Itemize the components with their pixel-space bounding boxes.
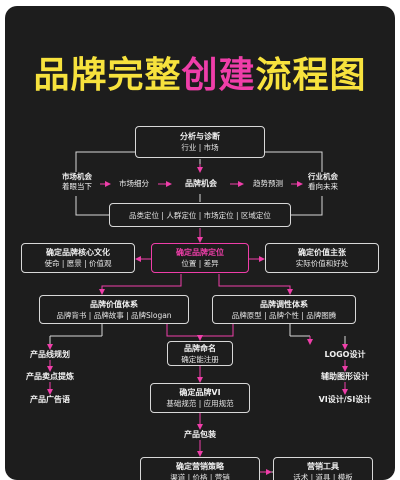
node-marketing-strategy-title: 确定营销策略 bbox=[176, 462, 224, 471]
node-selling-points: 产品卖点提炼 bbox=[26, 372, 74, 381]
node-analysis-sub: 行业 | 市场 bbox=[181, 143, 219, 152]
connector-line bbox=[75, 151, 140, 172]
node-marketing-tools-sub: 话术 | 道具 | 模板 bbox=[293, 473, 353, 480]
node-brand-positioning: 确定品牌定位 位置 | 差异 bbox=[151, 243, 249, 273]
node-value-proposition-title: 确定价值主张 bbox=[298, 248, 346, 257]
connector-line bbox=[291, 196, 323, 216]
node-tone-system-sub: 品牌原型 | 品牌个性 | 品牌图腾 bbox=[231, 310, 337, 320]
node-positioning-types-label: 品类定位 | 人群定位 | 市场定位 | 区域定位 bbox=[129, 210, 271, 220]
node-industry-opportunity-title: 行业机会 bbox=[308, 172, 338, 181]
node-brand-vi: 确定品牌VI 基础规范 | 应用规范 bbox=[150, 383, 250, 413]
node-core-culture-title: 确定品牌核心文化 bbox=[46, 248, 110, 257]
node-positioning-types: 品类定位 | 人群定位 | 市场定位 | 区域定位 bbox=[109, 203, 291, 227]
node-brand-naming-title: 品牌命名 bbox=[184, 343, 216, 353]
node-core-culture: 确定品牌核心文化 使命 | 愿景 | 价值观 bbox=[21, 243, 135, 273]
node-vi-si-design: VI设计/SI设计 bbox=[318, 395, 372, 404]
node-marketing-strategy: 确定营销策略 渠道 | 价格 | 营销 bbox=[140, 457, 260, 480]
node-analysis: 分析与诊断 行业 | 市场 bbox=[135, 126, 265, 158]
node-market-opportunity-title: 市场机会 bbox=[62, 172, 92, 181]
title-part-3: 流程图 bbox=[255, 55, 367, 96]
node-core-culture-sub: 使命 | 愿景 | 价值观 bbox=[44, 259, 112, 268]
node-ad-slogan: 产品广告语 bbox=[30, 395, 70, 404]
arrow bbox=[200, 324, 234, 337]
node-packaging: 产品包装 bbox=[184, 430, 216, 439]
node-brand-opportunity: 品牌机会 bbox=[185, 179, 217, 188]
node-brand-positioning-title: 确定品牌定位 bbox=[176, 248, 224, 257]
node-marketing-tools-title: 营销工具 bbox=[307, 462, 339, 471]
node-marketing-strategy-sub: 渠道 | 价格 | 营销 bbox=[170, 473, 230, 480]
arrow bbox=[99, 274, 182, 295]
node-brand-vi-title: 确定品牌VI bbox=[179, 388, 221, 397]
node-tone-system: 品牌调性体系 品牌原型 | 品牌个性 | 品牌图腾 bbox=[212, 295, 356, 324]
connector-line bbox=[260, 151, 323, 172]
arrow bbox=[218, 274, 293, 295]
node-logo-design: LOGO设计 bbox=[324, 350, 366, 359]
connector-lines bbox=[47, 151, 348, 475]
connector-line bbox=[75, 196, 109, 216]
node-brand-vi-sub: 基础规范 | 应用规范 bbox=[166, 399, 234, 408]
node-market-opportunity-sub: 着眼当下 bbox=[62, 182, 92, 191]
node-brand-naming: 品牌命名 确定能注册 bbox=[167, 341, 233, 366]
node-value-proposition-sub: 实际价值和好处 bbox=[295, 259, 349, 268]
node-analysis-title: 分析与诊断 bbox=[180, 132, 220, 141]
node-market-segmentation: 市场细分 bbox=[119, 179, 149, 188]
title-part-1: 品牌完整 bbox=[33, 55, 182, 96]
node-brand-naming-sub: 确定能注册 bbox=[181, 354, 219, 364]
node-aux-graphics: 辅助图形设计 bbox=[321, 372, 369, 381]
node-value-proposition: 确定价值主张 实际价值和好处 bbox=[265, 243, 379, 273]
node-brand-positioning-sub: 位置 | 差异 bbox=[181, 259, 219, 268]
page-title: 品牌完整创建流程图 bbox=[5, 58, 395, 94]
diagram-canvas: 品牌完整创建流程图 bbox=[5, 6, 395, 480]
node-value-system: 品牌价值体系 品牌背书 | 品牌故事 | 品牌Slogan bbox=[39, 295, 189, 324]
node-market-opportunity: 市场机会 着眼当下 bbox=[49, 172, 105, 192]
title-part-2: 创建 bbox=[181, 55, 256, 96]
node-value-system-title: 品牌价值体系 bbox=[90, 299, 138, 309]
node-trend-forecast: 趋势预测 bbox=[253, 179, 283, 188]
node-industry-opportunity-sub: 看向未来 bbox=[308, 182, 338, 191]
node-tone-system-title: 品牌调性体系 bbox=[260, 299, 308, 309]
node-marketing-tools: 营销工具 话术 | 道具 | 模板 bbox=[273, 457, 373, 480]
node-product-line: 产品线规划 bbox=[30, 350, 70, 359]
node-value-system-sub: 品牌背书 | 品牌故事 | 品牌Slogan bbox=[56, 310, 172, 320]
node-industry-opportunity: 行业机会 看向未来 bbox=[295, 172, 351, 192]
arrow bbox=[166, 324, 203, 341]
